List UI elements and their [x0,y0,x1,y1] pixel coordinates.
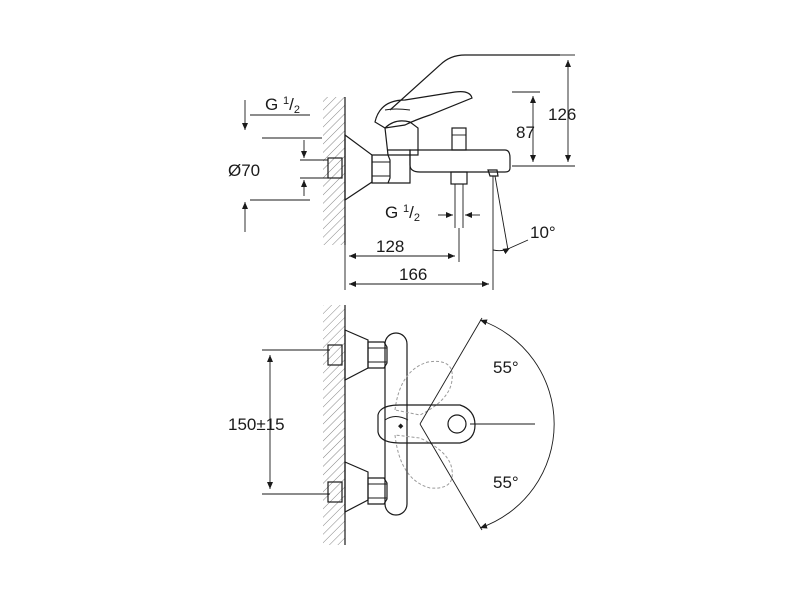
thread-outlet-label: G 1/2 [385,203,420,224]
inlet-nut-side [327,157,343,179]
lever-ghost-down [394,434,453,489]
lever-cap [447,414,467,434]
cartridge-housing [384,120,419,156]
outlet-nozzle [450,171,468,185]
lower-escutcheon [344,461,369,513]
lower-inlet-nut [327,481,343,503]
diverter-knob [451,127,467,151]
wall-hatch-side [323,97,345,245]
escutcheon-side [344,133,373,202]
front-view: ◆ 55° 55° 150±15 [228,305,555,545]
upper-escutcheon [344,329,369,381]
upper-hex-nut [367,341,388,369]
lever-raised-ghost [389,54,560,111]
centers-label: 150±15 [228,415,285,434]
lever-ghost-up [394,360,453,416]
thread-inlet-label: G 1/2 [265,95,300,116]
diameter-label: Ø70 [228,161,260,180]
height-total-label: 126 [548,105,576,124]
spout-angle-label: 10° [530,223,556,242]
upper-inlet-nut [327,344,343,366]
lever-side [374,91,473,129]
hex-nut-side [371,154,391,184]
handle-angle-down-label: 55° [493,473,519,492]
side-view: G 1/2 Ø70 126 87 G 1/2 10° 128 166 [228,54,576,290]
lever-mark: ◆ [398,423,404,430]
wall-hatch-front [323,305,345,545]
handle-angle-up-label: 55° [493,358,519,377]
rotation-arc [479,319,555,529]
height-spout-label: 87 [516,123,535,142]
mixer-body-front [384,332,408,516]
lower-hex-nut [367,477,388,505]
depth-total-label: 166 [399,265,427,284]
spout-side [409,149,511,173]
depth-spout-label: 128 [376,237,404,256]
lever-front [377,404,476,444]
